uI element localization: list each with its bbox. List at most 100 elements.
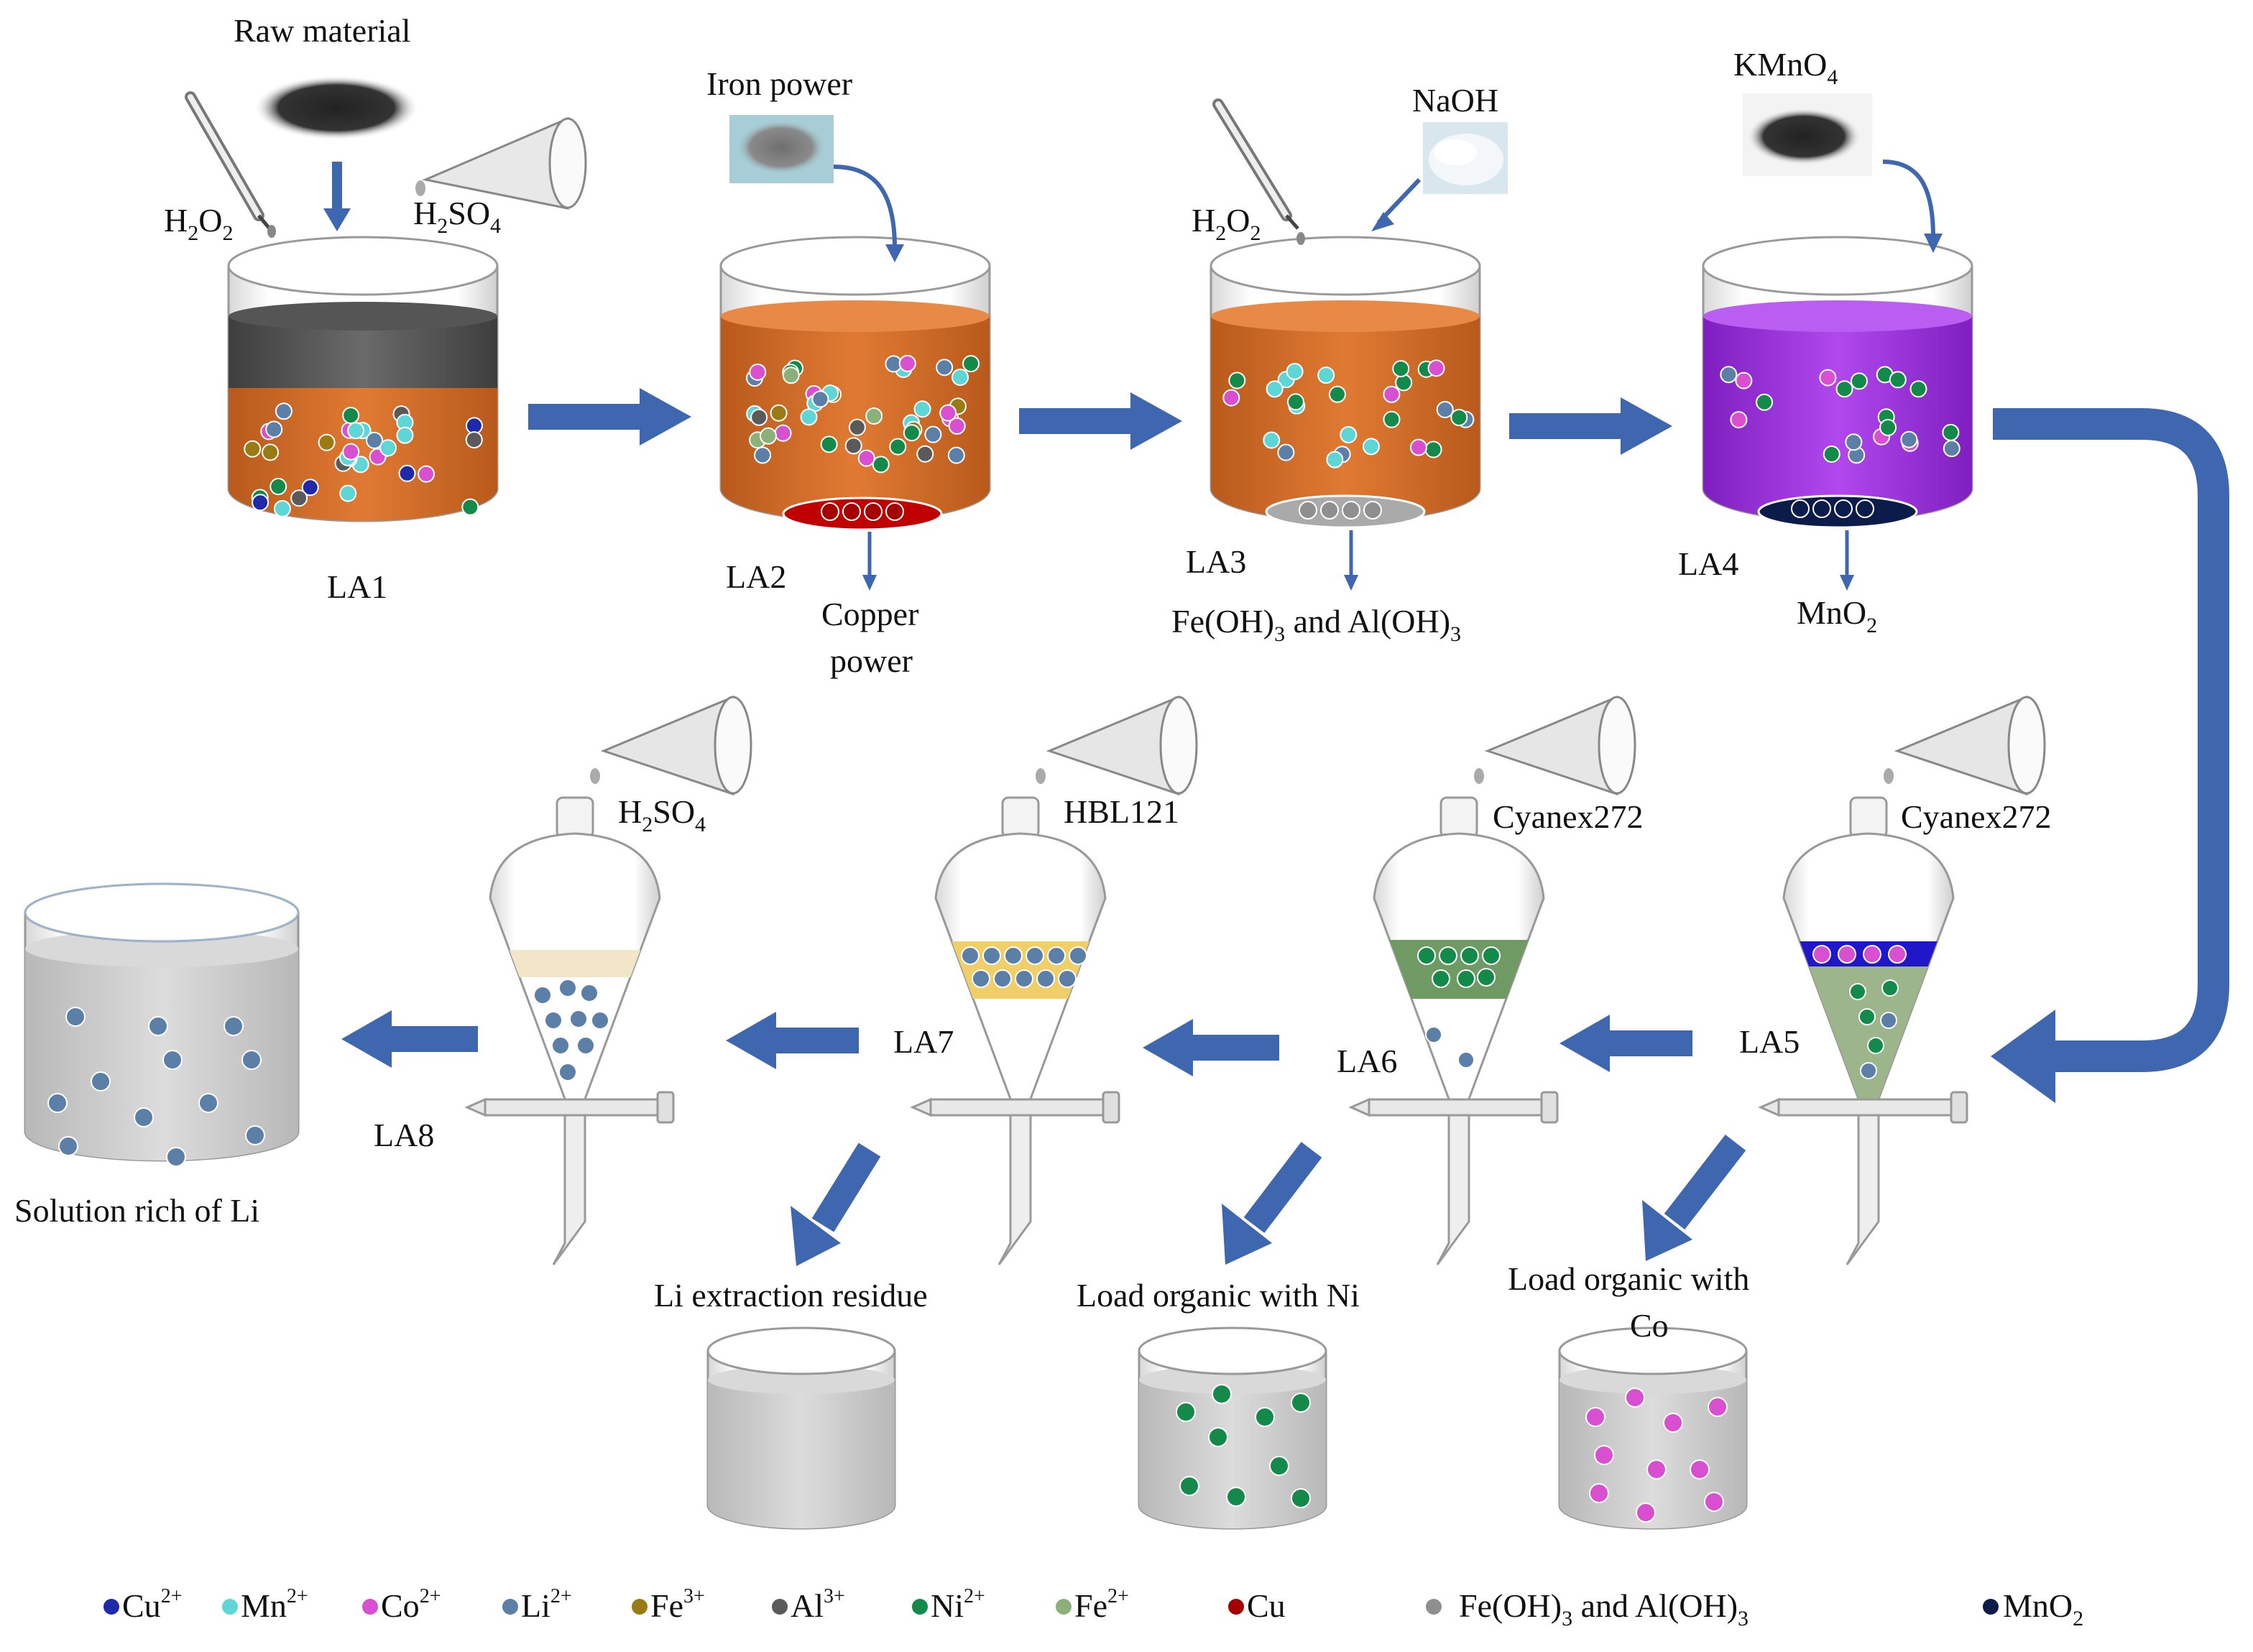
ion-particle [848, 418, 866, 436]
ion-particle [1457, 1051, 1475, 1069]
legend-swatch [1426, 1599, 1442, 1615]
ion-particle [576, 1036, 595, 1055]
ion-particle [569, 1010, 588, 1028]
ion-particle [1069, 946, 1087, 965]
ion-particle [1879, 418, 1897, 436]
ion-particle [774, 424, 792, 442]
ion-particle [1735, 372, 1753, 389]
naoh-powder-icon [1423, 122, 1508, 194]
liquid-layer [1389, 940, 1529, 999]
ni-organic-label: Load organic with Ni [1077, 1277, 1360, 1314]
iron-feed-arrowhead [885, 244, 904, 262]
ion-particle [1409, 438, 1427, 456]
la6-label: LA6 [1337, 1043, 1397, 1079]
ion-particle [1858, 1008, 1876, 1025]
beaker-la8 [24, 882, 300, 1162]
liquid-layer [1809, 966, 1928, 1107]
copper-powder-label-2: power [830, 642, 913, 679]
ion-particle [1226, 1487, 1246, 1507]
ion-particle [241, 1050, 262, 1070]
ion-particle [1835, 380, 1853, 398]
kmno4-feed-arrowhead [1924, 234, 1943, 253]
ion-particle [1320, 501, 1339, 520]
ion-particle [273, 499, 291, 517]
ion-particle [1838, 945, 1856, 964]
h2so4-label-la8: H2SO4 [618, 793, 706, 836]
funnel-icon [415, 116, 587, 210]
ion-particle [551, 1036, 570, 1055]
ion-particle [750, 408, 768, 426]
legend-item: Mn2+ [222, 1585, 308, 1624]
ion-particle [885, 502, 904, 521]
legend-label: Al3+ [791, 1585, 845, 1624]
legend-item: Li2+ [502, 1585, 572, 1624]
ion-particle [1277, 443, 1295, 461]
la1-label: LA1 [327, 568, 387, 605]
beaker-la3 [1210, 236, 1481, 529]
legend-swatch [103, 1599, 119, 1615]
ion-particle [1436, 400, 1454, 418]
h2o2-label-la1: H2O2 [164, 202, 233, 245]
ion-particle [865, 407, 883, 425]
ion-particle [1383, 410, 1401, 428]
flow-arrow-la6-la7 [1143, 1019, 1279, 1076]
ion-particle [1900, 430, 1918, 448]
ion-particle [318, 433, 336, 451]
ion-particle [1291, 1488, 1311, 1508]
ion-particle [1222, 389, 1240, 407]
ion-particle [1646, 1459, 1667, 1480]
ion-particle [244, 440, 262, 458]
ion-particle [418, 465, 436, 483]
ion-particle [1720, 366, 1738, 384]
legend-label: MnO2 [2003, 1587, 2083, 1630]
legend-swatch [1228, 1599, 1244, 1615]
reagent-funnel-icon [590, 695, 752, 796]
ion-particle [148, 1016, 168, 1036]
legend-label: Fe(OH)3 and Al(OH)3 [1459, 1587, 1749, 1630]
ion-particle [558, 979, 577, 997]
ion-particle [770, 404, 788, 422]
ion-particle [1424, 440, 1442, 458]
ion-particle [1663, 1413, 1683, 1433]
h2so4-label-la1: H2SO4 [413, 195, 501, 238]
ion-particle [1286, 362, 1304, 380]
ion-particle [1756, 393, 1774, 411]
ion-particle [1340, 426, 1358, 444]
ion-particle [1047, 946, 1066, 965]
flow-arrow-la1-la2 [528, 388, 691, 446]
naoh-feed-arrowhead [1371, 212, 1394, 231]
ion-particle [1417, 946, 1436, 965]
precipitate-arrow [862, 532, 877, 591]
legend-label: Mn2+ [241, 1585, 308, 1624]
raw-material-label: Raw material [234, 12, 411, 49]
ion-particle [1909, 380, 1927, 398]
cyanex272-label-la6: Cyanex272 [1493, 798, 1644, 835]
ion-particle [1942, 423, 1960, 441]
legend-item: Al3+ [772, 1585, 845, 1624]
ion-particle [982, 946, 1001, 965]
la3-label: LA3 [1186, 543, 1246, 580]
ion-particle [1291, 1393, 1311, 1413]
ion-particle [939, 404, 957, 422]
ion-particle [1888, 945, 1907, 964]
ion-particle [301, 479, 319, 497]
ion-particle [1425, 1026, 1442, 1043]
raw-material-powder-icon [254, 75, 419, 140]
ion-particle [91, 1071, 111, 1092]
ion-particle [782, 366, 800, 384]
ion-particle [1477, 968, 1496, 987]
ion-particle [269, 478, 287, 496]
ion-particle [245, 1125, 265, 1145]
kmno4-powder-icon [1743, 93, 1872, 176]
legend-item: Cu [1228, 1587, 1286, 1624]
ion-particle [198, 1093, 218, 1113]
ion-particle [224, 1016, 244, 1036]
legend-item: Ni2+ [912, 1585, 985, 1624]
kmno4-feed-arrow [1882, 160, 1935, 238]
reagent-funnel-icon [1036, 695, 1198, 796]
la2-label: LA2 [726, 558, 786, 595]
ion-particle [162, 1050, 183, 1070]
la5-label: LA5 [1739, 1023, 1800, 1060]
legend-swatch [1056, 1599, 1072, 1615]
